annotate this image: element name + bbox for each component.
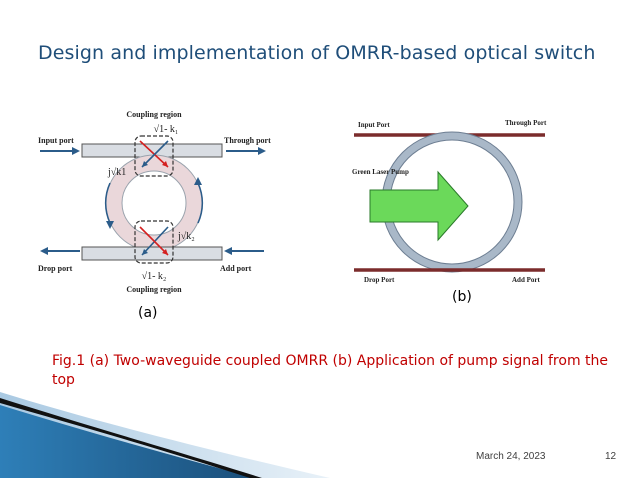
coef-j2-label: j√k₂ xyxy=(177,231,195,242)
figure-b-pump-signal: Input Port Through Port Green Laser Pump… xyxy=(352,119,547,284)
slide-page-number: 12 xyxy=(605,451,617,462)
coupling-region-top-box xyxy=(134,135,174,177)
bottom-waveguide xyxy=(81,246,223,261)
add-port-label: Add port xyxy=(220,264,252,273)
figure-b-label: (b) xyxy=(452,289,472,305)
b-drop-port-label: Drop Port xyxy=(364,276,395,284)
figure-a-label: (a) xyxy=(138,305,158,321)
through-port-label: Through port xyxy=(224,136,271,145)
input-port-label: Input port xyxy=(38,136,74,145)
coupling-region-bottom-box xyxy=(134,220,174,264)
b-input-port-label: Input Port xyxy=(358,121,390,129)
slide-title: Design and implementation of OMRR-based … xyxy=(38,42,596,64)
drop-port-label: Drop port xyxy=(38,264,73,273)
pump-arrow xyxy=(369,170,469,242)
coupling-region-bottom-label: Coupling region xyxy=(126,285,182,294)
b-through-port-label: Through Port xyxy=(505,119,547,127)
slide-date: March 24, 2023 xyxy=(476,451,546,462)
figure-a-two-waveguide-omrr: Coupling region √1- k₁ Input port Throug… xyxy=(38,110,271,294)
figure-caption: Fig.1 (a) Two-waveguide coupled OMRR (b)… xyxy=(52,353,609,388)
coef-bottom-label: √1- k₂ xyxy=(142,271,167,282)
coef-top-label: √1- k₁ xyxy=(154,124,179,135)
pump-label: Green Laser Pump xyxy=(352,168,409,176)
coupling-region-top-label: Coupling region xyxy=(126,110,182,119)
coef-j1-label: j√k1 xyxy=(107,167,126,178)
b-add-port-label: Add Port xyxy=(512,276,540,284)
